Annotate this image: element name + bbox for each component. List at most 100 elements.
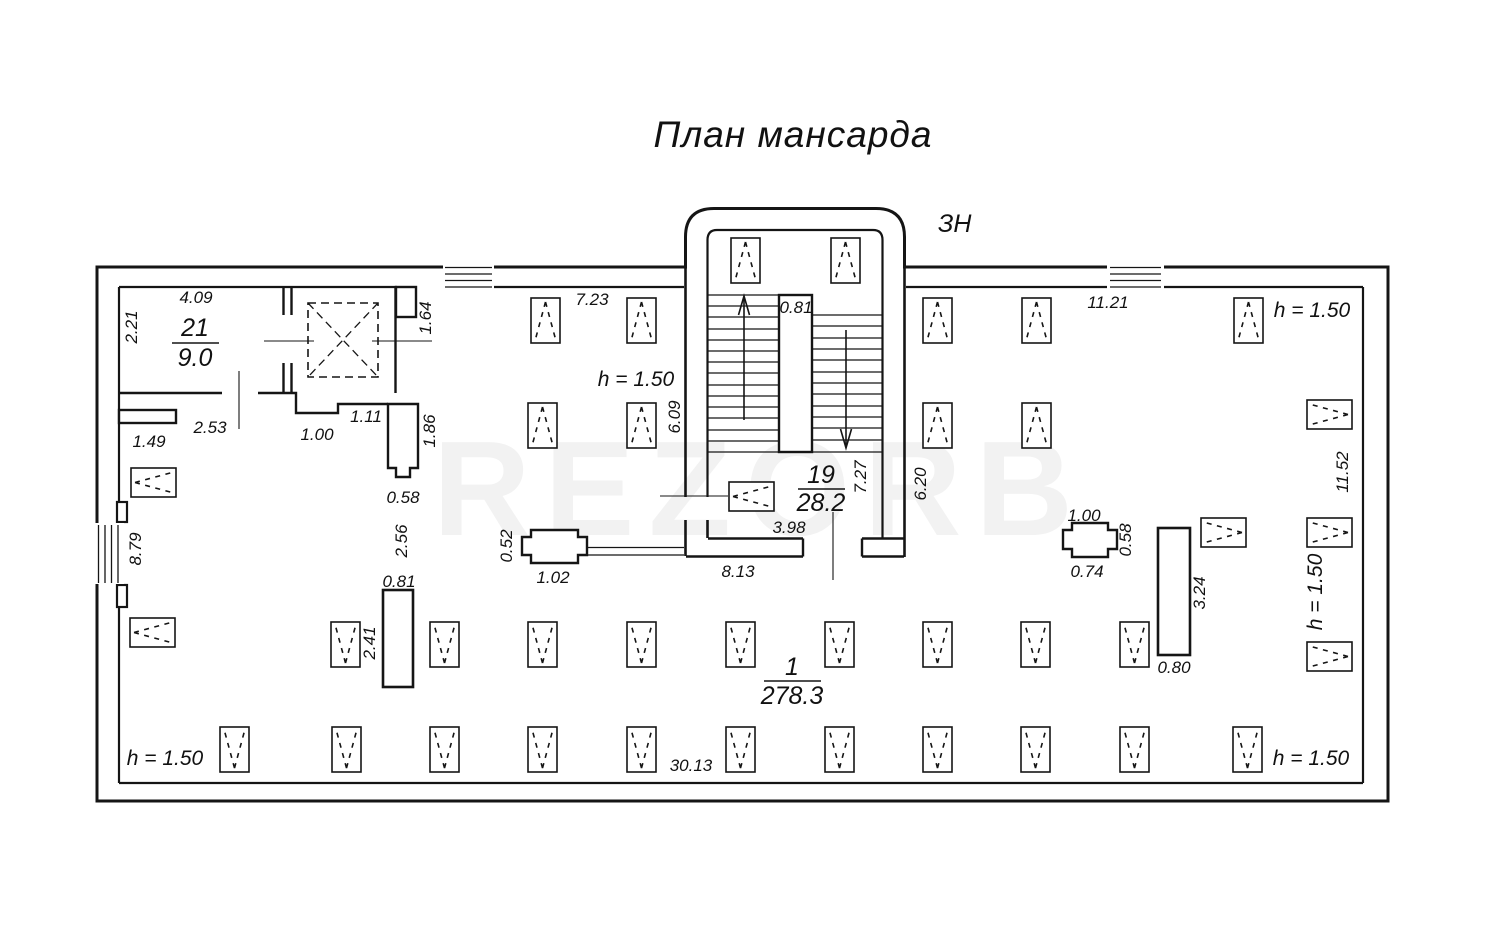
height-note: h = 1.50 — [1273, 747, 1350, 770]
plan-title: План мансарда — [654, 114, 933, 155]
dimension-label: 0.74 — [1070, 562, 1103, 581]
vent-shaft — [381, 588, 415, 689]
dimension-labels-rotated: 2.21 1.64 6.09 7.27 6.20 8.79 1.86 2.56 … — [122, 301, 1352, 660]
room-partition — [282, 287, 397, 393]
dimension-label: 2.41 — [360, 626, 379, 660]
room-labels: 21 9.0 19 28.2 1 278.3 — [172, 314, 845, 710]
room-area: 278.3 — [760, 682, 824, 710]
skylight-icon — [429, 621, 460, 668]
dimension-label: 6.09 — [665, 400, 684, 434]
skylight-icon — [331, 726, 362, 773]
orientation-label: ЗН — [938, 210, 972, 238]
wall-pier — [115, 583, 129, 609]
dimension-label: 0.81 — [779, 298, 812, 317]
skylight-icon — [922, 297, 953, 344]
stair-steps-right — [812, 314, 882, 453]
room-number: 19 — [807, 461, 835, 489]
skylight-icon — [129, 617, 176, 648]
skylight-icon — [1233, 297, 1264, 344]
dimension-label: 3.24 — [1190, 576, 1209, 609]
skylight-icon — [1232, 726, 1263, 773]
skylights — [129, 237, 1353, 773]
dimension-label: 2.56 — [392, 524, 411, 559]
dimension-label: 1.00 — [1067, 506, 1101, 525]
dimension-label: 1.86 — [420, 414, 439, 448]
skylight-icon — [1119, 621, 1150, 668]
skylight-icon — [725, 726, 756, 773]
skylight-icon — [824, 726, 855, 773]
room-area: 28.2 — [796, 489, 846, 517]
room21-block-walls — [117, 285, 420, 479]
skylight-icon — [527, 726, 558, 773]
dimension-label: 2.21 — [122, 310, 141, 344]
skylight-icon — [527, 402, 558, 449]
chimneys — [381, 521, 1192, 689]
skylight-icon — [725, 621, 756, 668]
dimension-label: 1.00 — [300, 425, 334, 444]
window-symbol — [1107, 263, 1164, 290]
dimension-label: 11.21 — [1087, 293, 1128, 312]
vent-shaft — [1156, 526, 1192, 657]
dimension-label: 1.11 — [350, 407, 382, 426]
skylight-icon — [1021, 402, 1052, 449]
dimension-label: 2.53 — [192, 418, 227, 437]
inner-wall-line — [117, 285, 1365, 785]
stairwell — [660, 228, 906, 580]
skylight-icon — [626, 402, 657, 449]
exterior-walls — [95, 207, 1390, 803]
skylight-icon — [1021, 297, 1052, 344]
height-note: h = 1.50 — [127, 747, 204, 770]
room-area: 9.0 — [178, 344, 213, 372]
skylight-icon — [626, 297, 657, 344]
chimney-symbol — [1061, 521, 1119, 559]
height-notes: h = 1.50 h = 1.50 h = 1.50 h = 1.50 h = … — [127, 299, 1351, 770]
corridor-wall-line — [588, 546, 684, 556]
dimension-label: 1.49 — [132, 432, 166, 451]
stair-bottom-wall — [686, 537, 904, 558]
dimension-label: 4.09 — [179, 288, 213, 307]
skylight-icon — [626, 621, 657, 668]
room-number: 1 — [785, 653, 799, 681]
dimension-label: 30.13 — [670, 756, 713, 775]
stairs-down-arrow — [839, 330, 853, 451]
skylight-icon — [922, 402, 953, 449]
dimension-labels: 4.09 7.23 11.21 1.49 2.53 1.00 1.11 0.58… — [132, 288, 1191, 775]
stair-side-walls — [684, 267, 906, 557]
elevator-cross — [307, 302, 379, 378]
wall-pier — [115, 500, 129, 524]
window-symbol — [443, 263, 494, 290]
dimension-label: 0.58 — [1116, 523, 1135, 557]
skylight-icon — [1306, 641, 1353, 672]
dimension-label: 8.13 — [721, 562, 755, 581]
skylight-icon — [130, 467, 177, 498]
dimension-label: 11.52 — [1333, 451, 1352, 493]
height-note: h = 1.50 — [598, 368, 675, 391]
dimension-label: 8.79 — [126, 532, 145, 566]
stair-tower-inner-wall — [706, 228, 884, 538]
skylight-icon — [1020, 726, 1051, 773]
skylight-icon — [728, 481, 775, 512]
dimension-label: 0.80 — [1157, 658, 1191, 677]
dimension-label: 7.27 — [851, 460, 870, 494]
skylight-icon — [830, 237, 861, 284]
dimension-label: 6.20 — [911, 467, 930, 501]
skylight-icon — [730, 237, 761, 284]
wall-column — [386, 402, 420, 479]
wall-pier — [394, 285, 418, 319]
window-symbol — [94, 523, 124, 584]
skylight-icon — [1119, 726, 1150, 773]
stairs-up-arrow — [737, 293, 751, 420]
skylight-icon — [219, 726, 250, 773]
dimension-label: 1.02 — [536, 568, 570, 587]
skylight-icon — [1306, 399, 1353, 430]
dimension-label: 0.58 — [386, 488, 420, 507]
dimension-label: 3.98 — [772, 518, 806, 537]
skylight-icon — [824, 621, 855, 668]
dimension-label: 7.23 — [575, 290, 609, 309]
skylight-icon — [626, 726, 657, 773]
dimension-label: 0.81 — [382, 572, 415, 591]
room-number: 21 — [180, 314, 209, 342]
height-note: h = 1.50 — [1304, 553, 1327, 630]
skylight-icon — [922, 621, 953, 668]
